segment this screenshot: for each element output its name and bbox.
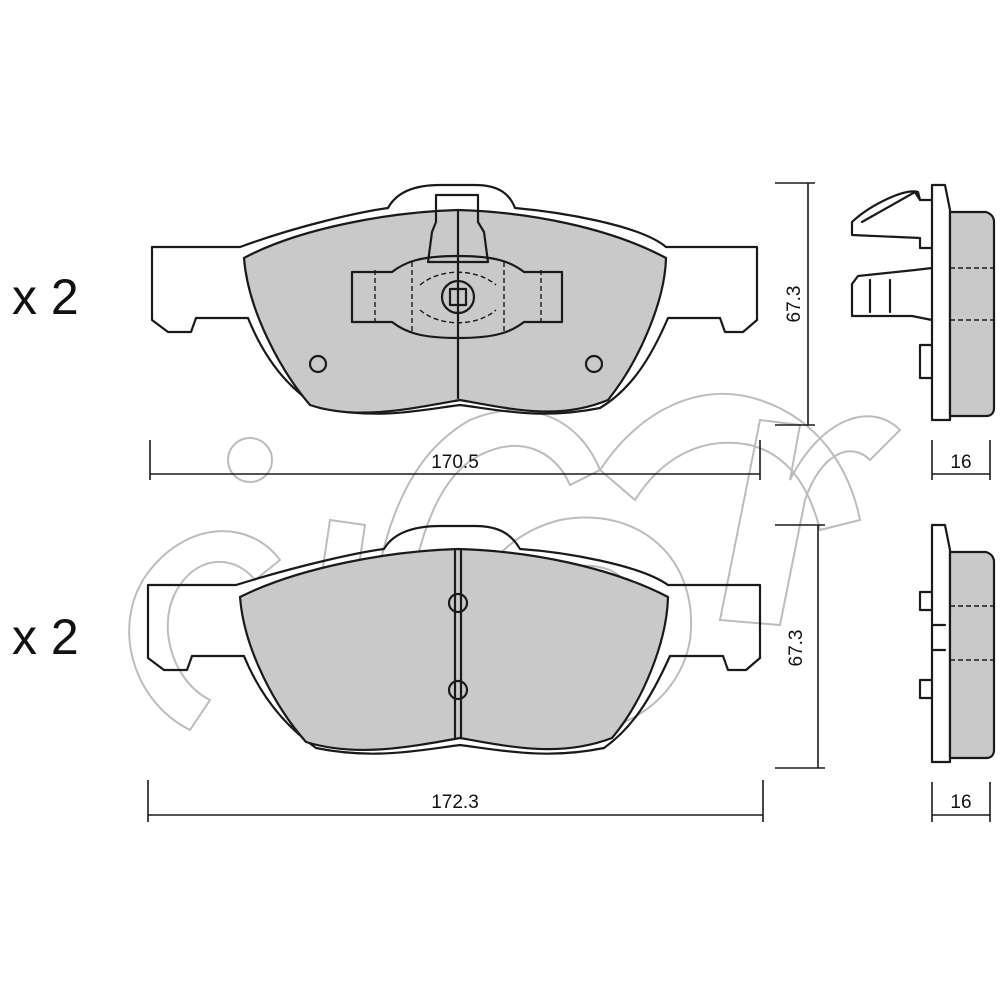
pad-2-quantity: x 2 — [12, 609, 79, 665]
pad-2-width-dimension: 172.3 — [147, 780, 764, 822]
pad-2-width-label: 172.3 — [431, 792, 479, 813]
pad-2-side-view — [918, 523, 996, 764]
pad-1-height-label: 67.3 — [784, 286, 805, 323]
pad-1-side-friction — [948, 210, 996, 418]
pad-1-quantity: x 2 — [12, 269, 79, 325]
pad-2-thickness-dimension: 16 — [931, 782, 991, 822]
pad-2-side-pin-top — [918, 590, 934, 612]
pad-1-height-dimension: 67.3 — [775, 182, 815, 426]
pad-1-spring-center — [440, 279, 476, 315]
pad-1-side-spring — [850, 266, 934, 322]
pad-1-thickness-label: 16 — [950, 452, 971, 473]
pad-1-spring — [350, 254, 564, 340]
pad-2-side-pin-bottom — [918, 678, 934, 700]
pad-2-hole-top — [447, 592, 469, 614]
pad-1-thickness-dimension: 16 — [931, 440, 991, 480]
pad-2-backing-plate — [146, 524, 762, 755]
pad-1-spring-hidden-lines — [374, 262, 542, 332]
pad-1-width-label: 170.5 — [431, 452, 479, 473]
pad-2-height-dimension: 67.3 — [775, 524, 825, 769]
pad-2-height-label: 67.3 — [786, 630, 807, 667]
pad-1-friction-material — [242, 208, 668, 414]
pad-1-side-pin — [918, 343, 934, 380]
pad-2-side-backing — [930, 523, 952, 764]
pad-2-front-view — [146, 524, 762, 755]
pad-1-side-backing — [930, 183, 952, 422]
pad-1-side-clip-wire — [860, 190, 922, 224]
pad-1-width-dimension: 170.5 — [149, 440, 761, 480]
pad-2-hole-bottom — [447, 679, 469, 701]
pad-1-hole-right — [584, 354, 604, 374]
pad-2-side-friction — [948, 550, 996, 760]
pad-1-spring-arcs — [419, 271, 497, 324]
pad-1-top-tab — [426, 193, 490, 264]
pad-1-front-view — [150, 183, 759, 415]
pad-1-side-view — [850, 183, 996, 422]
pad-2-thickness-label: 16 — [950, 792, 971, 813]
pad-1-hole-left — [308, 354, 328, 374]
pad-1-side-clip — [850, 190, 934, 250]
pad-1-spring-square — [448, 287, 468, 307]
